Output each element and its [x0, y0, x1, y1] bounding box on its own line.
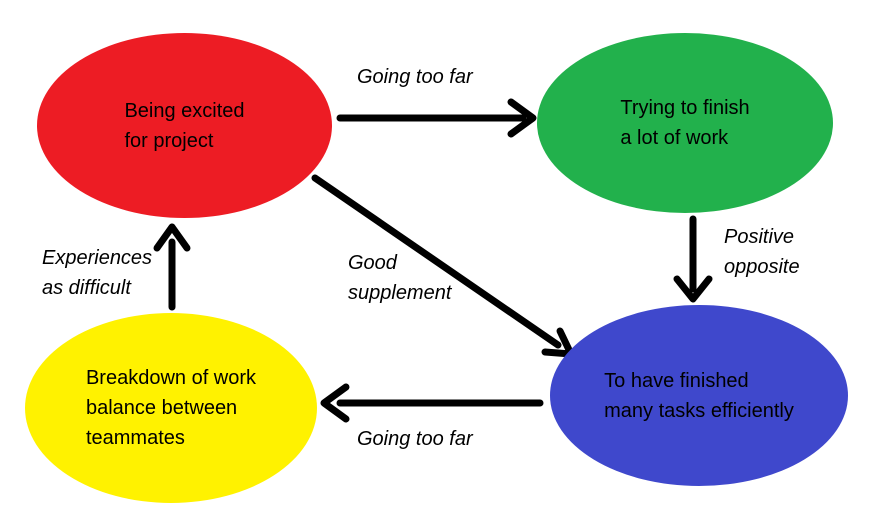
edge-label-good-supplement: Good supplement [348, 252, 452, 304]
edge-label-experiences-as-difficult: Experiences as difficult [42, 247, 153, 299]
edge-label-positive-opposite: Positive opposite [724, 226, 800, 278]
node-breakdown: Breakdown of work balance between teamma… [25, 313, 317, 503]
node-being-excited: Being excited for project [37, 33, 332, 218]
arrow-breakdown-to-excited [153, 223, 191, 311]
edge-label-going-too-far-top: Going too far [357, 66, 473, 88]
node-finished-tasks-label: To have finished many tasks efficiently [604, 369, 794, 422]
node-finished-tasks: To have finished many tasks efficiently [550, 305, 848, 486]
arrow-excited-to-trying [336, 98, 537, 138]
edge-label-going-too-far-bottom: Going too far [357, 428, 473, 450]
node-trying-to-finish-label: Trying to finish a lot of work [620, 97, 750, 149]
node-being-excited-label: Being excited for project [124, 99, 245, 152]
node-trying-to-finish: Trying to finish a lot of work [537, 33, 833, 213]
arrow-trying-to-finished [673, 215, 713, 303]
node-breakdown-label: Breakdown of work balance between teamma… [85, 367, 257, 449]
arrow-finished-to-breakdown [320, 383, 544, 423]
